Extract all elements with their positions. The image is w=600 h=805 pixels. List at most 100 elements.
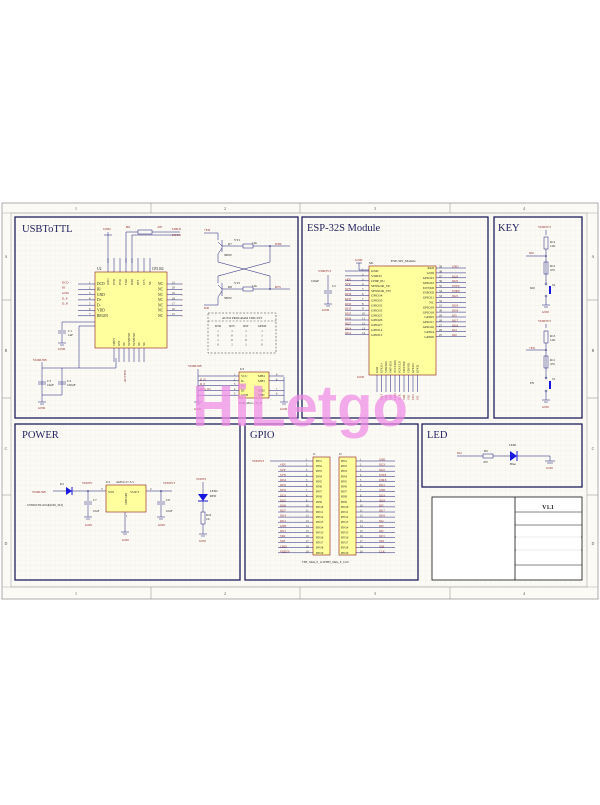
- svg-text:14: 14: [362, 331, 365, 335]
- svg-text:0: 0: [217, 343, 219, 347]
- svg-text:RST: RST: [243, 324, 249, 328]
- usbtottl-panel: USBToTTL U2 CP2102 DCD1DCDRI2RIGND3GNDD+…: [22, 224, 290, 411]
- ams1117-regulator: [105, 484, 147, 513]
- svg-text:12: 12: [362, 321, 365, 325]
- svg-text:PIN12: PIN12: [341, 516, 349, 519]
- svg-text:D: D: [5, 541, 8, 546]
- svg-text:GPIO32: GPIO32: [371, 304, 383, 308]
- svg-text:PIN2: PIN2: [316, 465, 323, 468]
- svg-text:0: 0: [231, 338, 233, 342]
- svg-text:SCK/CLK: SCK/CLK: [398, 360, 402, 373]
- svg-text:1: 1: [231, 329, 233, 333]
- svg-text:5: 5: [362, 287, 364, 291]
- svg-text:13: 13: [362, 326, 365, 330]
- svg-text:SVN: SVN: [280, 473, 287, 477]
- svg-text:M1: M1: [369, 261, 374, 265]
- svg-text:GND: GND: [375, 367, 379, 373]
- svg-text:PIN6: PIN6: [316, 486, 323, 489]
- svg-text:U0RX: U0RX: [452, 289, 461, 293]
- svg-text:GND: GND: [427, 271, 435, 275]
- svg-text:GND: GND: [280, 407, 288, 411]
- svg-text:IO32: IO32: [280, 488, 286, 492]
- svg-text:GND: GND: [199, 539, 206, 543]
- svg-text:IO18: IO18: [379, 498, 385, 502]
- svg-text:4: 4: [360, 474, 362, 477]
- svg-text:1uF: 1uF: [68, 333, 73, 337]
- svg-text:U0TX: U0TX: [379, 473, 387, 477]
- svg-text:B: B: [592, 348, 595, 353]
- svg-text:PIN16: PIN16: [316, 537, 324, 540]
- svg-text:SUSPEND: SUSPEND: [132, 332, 136, 346]
- svg-text:PIN16: PIN16: [341, 537, 349, 540]
- svg-text:SUSPEND: SUSPEND: [127, 332, 131, 346]
- svg-text:IO0: IO0: [529, 251, 534, 255]
- svg-text:R8: R8: [228, 285, 232, 289]
- svg-text:1K: 1K: [206, 517, 211, 521]
- svg-text:NC: NC: [158, 309, 164, 313]
- svg-text:4: 4: [306, 474, 308, 477]
- svg-text:NC: NC: [158, 282, 164, 286]
- svg-text:17: 17: [360, 540, 363, 543]
- svg-text:ID: ID: [241, 388, 245, 392]
- svg-text:GPIO23: GPIO23: [423, 276, 435, 280]
- title-block: V1.1: [431, 496, 583, 581]
- svg-text:IO26: IO26: [345, 317, 352, 321]
- svg-text:12: 12: [306, 515, 309, 518]
- svg-text:B: B: [5, 348, 8, 353]
- svg-text:7: 7: [362, 297, 364, 301]
- svg-text:VT1: VT1: [234, 238, 240, 242]
- svg-text:VDD3V3: VDD3V3: [538, 319, 551, 323]
- svg-text:C4: C4: [67, 379, 71, 383]
- svg-text:PIN11: PIN11: [316, 511, 324, 514]
- svg-text:1N5819/SS14/S4(SOD_323): 1N5819/SS14/S4(SOD_323): [27, 503, 63, 507]
- svg-text:U0RXD: U0RXD: [423, 291, 435, 295]
- svg-text:GPIO14: GPIO14: [371, 328, 383, 332]
- svg-text:CMD: CMD: [280, 544, 287, 548]
- svg-text:D+: D+: [97, 298, 102, 302]
- svg-text:SD3: SD3: [280, 539, 286, 543]
- svg-text:GND: GND: [158, 523, 165, 527]
- gpio-panel: GPIO J1 J2 VDD3V3 THT_Male_P_1x19THT_Mal…: [250, 430, 395, 564]
- svg-text:GND: GND: [379, 488, 385, 492]
- svg-text:VDD3V3: VDD3V3: [538, 225, 551, 229]
- svg-text:9: 9: [276, 374, 278, 377]
- svg-text:10: 10: [306, 505, 309, 508]
- svg-text:IO13: IO13: [280, 529, 286, 533]
- svg-text:U2: U2: [97, 267, 102, 271]
- svg-text:PIN19: PIN19: [316, 552, 324, 555]
- svg-text:R9: R9: [484, 449, 488, 453]
- svg-text:D-: D-: [97, 303, 102, 307]
- svg-text:15: 15: [360, 530, 363, 533]
- svg-text:PIN8: PIN8: [341, 496, 348, 499]
- svg-text:CMD: CMD: [393, 393, 397, 400]
- key-title: KEY: [498, 223, 520, 234]
- svg-text:37: 37: [439, 274, 442, 278]
- svg-text:PIN14: PIN14: [316, 526, 324, 529]
- svg-text:4: 4: [523, 591, 525, 596]
- svg-text:11: 11: [306, 510, 309, 513]
- svg-text:RTS: RTS: [136, 279, 140, 285]
- svg-text:3: 3: [362, 277, 364, 281]
- svg-text:20: 20: [172, 287, 175, 290]
- svg-text:U0TXD: U0TXD: [423, 286, 435, 290]
- svg-text:VDD5V: VDD5V: [196, 477, 207, 481]
- svg-text:RI: RI: [62, 286, 65, 290]
- svg-text:SD1: SD1: [407, 394, 411, 400]
- svg-text:PIN19: PIN19: [341, 552, 349, 555]
- svg-text:3: 3: [234, 383, 236, 386]
- svg-text:GND: GND: [194, 407, 202, 411]
- svg-text:NC: NC: [429, 301, 434, 305]
- svg-text:1: 1: [261, 329, 263, 333]
- svg-text:32: 32: [439, 299, 442, 303]
- svg-text:S1: S1: [552, 377, 556, 381]
- svg-text:GPIO13: GPIO13: [380, 363, 384, 373]
- svg-text:VT2: VT2: [234, 281, 240, 285]
- svg-text:PIN14: PIN14: [341, 526, 349, 529]
- svg-text:2: 2: [362, 272, 364, 276]
- svg-text:SHD/SD2: SHD/SD2: [384, 361, 388, 373]
- svg-text:U3: U3: [240, 367, 244, 371]
- svg-text:1: 1: [245, 343, 247, 347]
- svg-text:PIN9: PIN9: [341, 501, 348, 504]
- svg-text:IO34: IO34: [345, 292, 352, 296]
- svg-text:GND: GND: [38, 406, 46, 410]
